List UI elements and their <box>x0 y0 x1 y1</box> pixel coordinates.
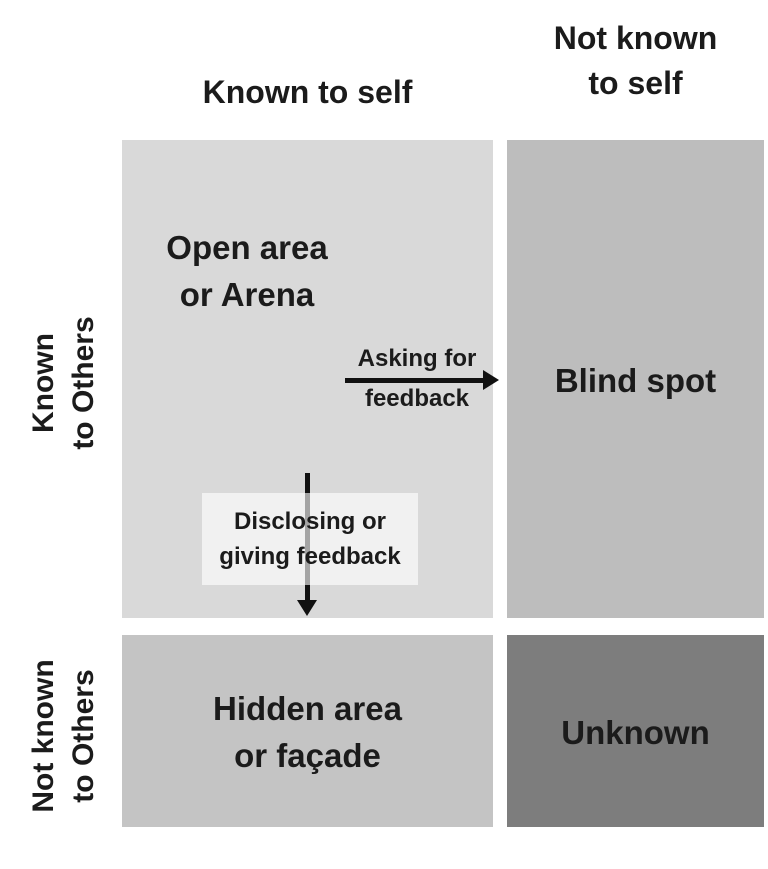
quadrant-hidden-area <box>122 635 493 827</box>
row-header-line: to Others <box>67 316 100 450</box>
row-header-line: to Others <box>67 669 100 803</box>
row-header-line: Not known <box>27 659 60 813</box>
open-area-label: Open area or Arena <box>122 224 372 318</box>
disclosing-feedback-callout: Disclosing or giving feedback <box>202 493 418 585</box>
right-arrow-line <box>345 378 485 383</box>
asking-for-feedback-label-top: Asking for <box>357 345 477 372</box>
blind-spot-label: Blind spot <box>554 362 717 399</box>
open-area-label-line: Open area <box>166 229 328 266</box>
asking-for-feedback-label-bottom: feedback <box>364 385 470 412</box>
down-arrowhead-icon <box>297 600 317 616</box>
right-arrowhead-icon <box>483 370 499 390</box>
hidden-area-label-line: or façade <box>234 737 381 774</box>
unknown-label: Unknown <box>561 714 710 751</box>
open-area-label-line: or Arena <box>179 276 315 313</box>
disclosing-feedback-label-line: giving feedback <box>219 543 401 570</box>
row-header-line: Known <box>27 333 60 433</box>
hidden-area-label-line: Hidden area <box>213 690 402 727</box>
disclosing-feedback-label-line: Disclosing or <box>233 508 387 535</box>
quadrant-unknown <box>507 635 764 827</box>
column-header-not-known-to-self: Not known to self <box>507 16 764 106</box>
quadrant-blind-spot <box>507 140 764 618</box>
column-header-known-to-self: Known to self <box>202 74 413 110</box>
column-header-line: Not known <box>553 20 718 56</box>
hidden-area-label: Hidden area or façade <box>122 685 493 779</box>
column-header-line: to self <box>588 65 683 101</box>
